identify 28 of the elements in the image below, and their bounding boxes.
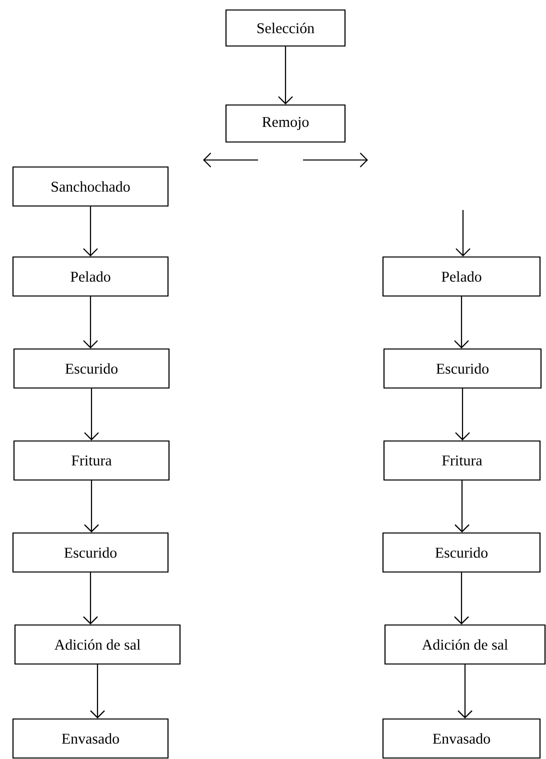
process-box: Escurido xyxy=(12,532,169,573)
process-box: Fritura xyxy=(383,440,541,481)
arrow xyxy=(83,206,98,256)
arrow xyxy=(454,296,469,348)
process-box: Envasado xyxy=(382,718,541,759)
process-box: Adición de sal xyxy=(14,624,181,665)
arrow xyxy=(458,664,472,718)
process-box: Fritura xyxy=(13,440,170,481)
process-box: Envasado xyxy=(12,718,169,759)
arrow xyxy=(90,664,105,718)
arrow xyxy=(83,296,98,348)
arrow xyxy=(84,388,99,440)
arrow xyxy=(278,46,293,104)
arrow xyxy=(84,480,99,532)
process-box: Sanchochado xyxy=(12,166,169,207)
arrow xyxy=(456,210,470,256)
process-box: Selección xyxy=(225,9,346,47)
process-box: Pelado xyxy=(12,256,169,297)
process-box: Escurido xyxy=(383,348,542,389)
arrow xyxy=(454,480,470,532)
process-box: Escurido xyxy=(382,532,541,573)
process-box: Remojo xyxy=(225,104,346,143)
arrow xyxy=(83,572,98,624)
process-box: Escurido xyxy=(13,348,170,389)
process-box: Adición de sal xyxy=(384,624,546,665)
arrow xyxy=(454,572,469,624)
process-box: Pelado xyxy=(382,256,541,297)
arrow xyxy=(455,388,470,440)
